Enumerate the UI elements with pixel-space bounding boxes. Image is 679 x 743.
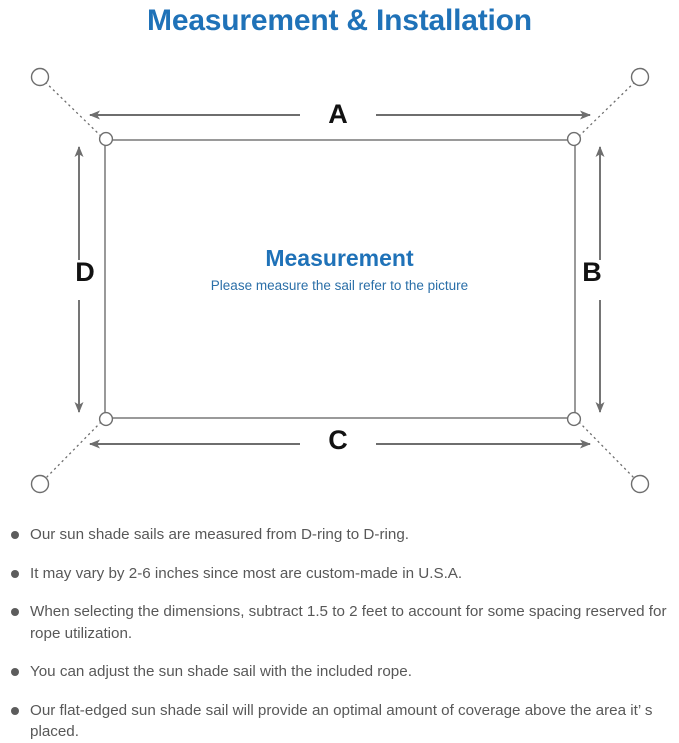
dimension-label-d: D bbox=[75, 257, 95, 287]
bullet-icon bbox=[11, 531, 19, 539]
d-ring-top-right-icon bbox=[566, 131, 582, 147]
bullet-icon bbox=[11, 668, 19, 676]
anchor-bottom-right-icon bbox=[630, 474, 650, 494]
bullet-icon bbox=[11, 608, 19, 616]
bullet-icon bbox=[11, 569, 19, 578]
dimension-label-a: A bbox=[328, 99, 348, 129]
sail-rectangle bbox=[104, 139, 576, 419]
rope-bottom-right bbox=[574, 417, 641, 485]
page-title: Measurement & Installation bbox=[147, 4, 532, 37]
rope-bottom-left bbox=[39, 417, 106, 485]
rope-top-right bbox=[574, 76, 641, 141]
d-ring-top-left-icon bbox=[98, 131, 114, 147]
list-item: It may vary by 2-6 inches since most are… bbox=[0, 563, 679, 585]
list-item: Our flat-edged sun shade sail will provi… bbox=[0, 700, 679, 743]
shade-sail-diagram: Measurement Please measure the sail refe… bbox=[0, 48, 679, 518]
dimension-label-b: B bbox=[582, 257, 602, 287]
note-text: When selecting the dimensions, subtract … bbox=[30, 603, 667, 642]
list-item: When selecting the dimensions, subtract … bbox=[0, 601, 679, 644]
bullet-icon bbox=[11, 706, 19, 715]
diagram-svg bbox=[30, 67, 650, 494]
dimension-label-c: C bbox=[328, 425, 348, 455]
list-item: Our sun shade sails are measured from D-… bbox=[0, 524, 679, 546]
note-text: You can adjust the sun shade sail with t… bbox=[30, 663, 412, 680]
note-text: Our sun shade sails are measured from D-… bbox=[30, 526, 409, 543]
notes-list: Our sun shade sails are measured from D-… bbox=[0, 524, 679, 743]
d-ring-bottom-left-icon bbox=[98, 411, 114, 427]
note-text: It may vary by 2-6 inches since most are… bbox=[30, 564, 463, 582]
d-ring-bottom-right-icon bbox=[566, 411, 582, 427]
anchor-top-left-icon bbox=[30, 67, 50, 87]
list-item: You can adjust the sun shade sail with t… bbox=[0, 661, 679, 683]
rope-top-left bbox=[39, 76, 106, 141]
anchor-top-right-icon bbox=[630, 67, 650, 87]
note-text: Our flat-edged sun shade sail will provi… bbox=[30, 701, 653, 741]
anchor-bottom-left-icon bbox=[30, 474, 50, 494]
